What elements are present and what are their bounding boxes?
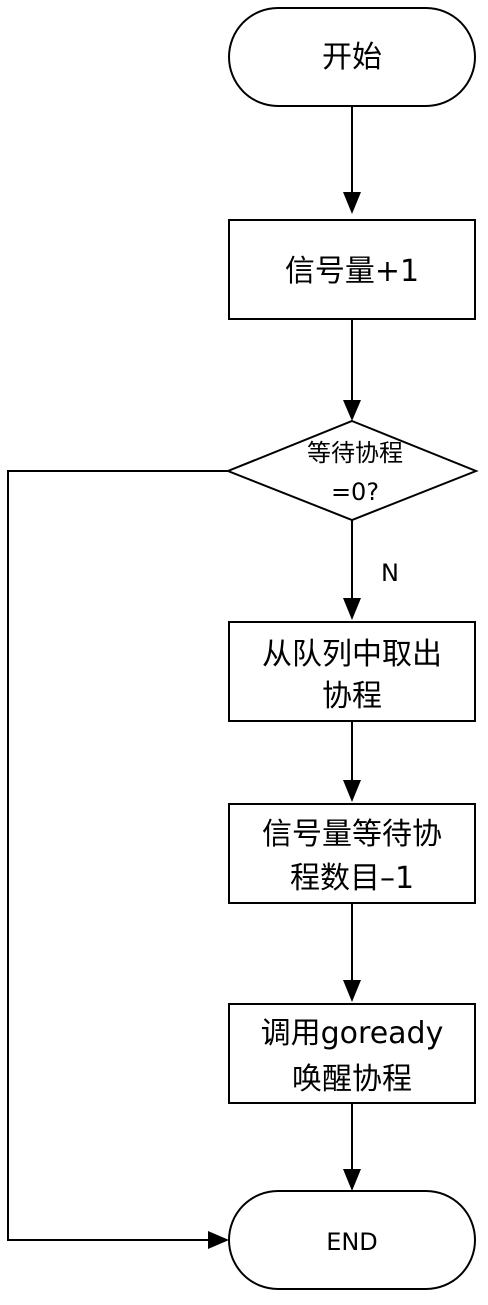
arrow-wake-to-end	[343, 1103, 361, 1191]
start-label: 开始	[322, 40, 382, 75]
dequeue-node: 从队列中取出 协程	[228, 621, 476, 722]
end-label: END	[326, 1228, 378, 1256]
wake-node: 调用goready 唤醒协程	[228, 1003, 476, 1104]
decision-node: 等待协程 =0?	[225, 419, 479, 522]
increment-label: 信号量+1	[285, 254, 419, 289]
decrement-label-line2: 程数目–1	[290, 861, 414, 896]
decision-label-line2: =0?	[331, 478, 379, 506]
arrow-decrement-to-wake	[343, 903, 361, 1002]
decision-label-line1: 等待协程	[307, 439, 403, 467]
end-node: END	[228, 1190, 476, 1290]
decrement-label-line1: 信号量等待协	[262, 817, 442, 852]
arrow-start-to-increment	[343, 106, 361, 214]
dequeue-label-line2: 协程	[322, 679, 382, 714]
arrow-decision-to-end	[7, 470, 229, 1249]
decrement-node: 信号量等待协 程数目–1	[228, 803, 476, 904]
wake-label-line2: 唤醒协程	[292, 1062, 412, 1097]
arrow-dequeue-to-decrement	[343, 721, 361, 802]
wake-label-line1: 调用goready	[261, 1016, 444, 1051]
dequeue-label-line1: 从队列中取出	[262, 637, 442, 672]
arrow-increment-to-decision	[343, 319, 361, 421]
increment-node: 信号量+1	[228, 219, 476, 320]
arrow-decision-to-dequeue	[343, 520, 361, 620]
start-node: 开始	[228, 7, 476, 107]
no-branch-label: N	[381, 559, 399, 587]
